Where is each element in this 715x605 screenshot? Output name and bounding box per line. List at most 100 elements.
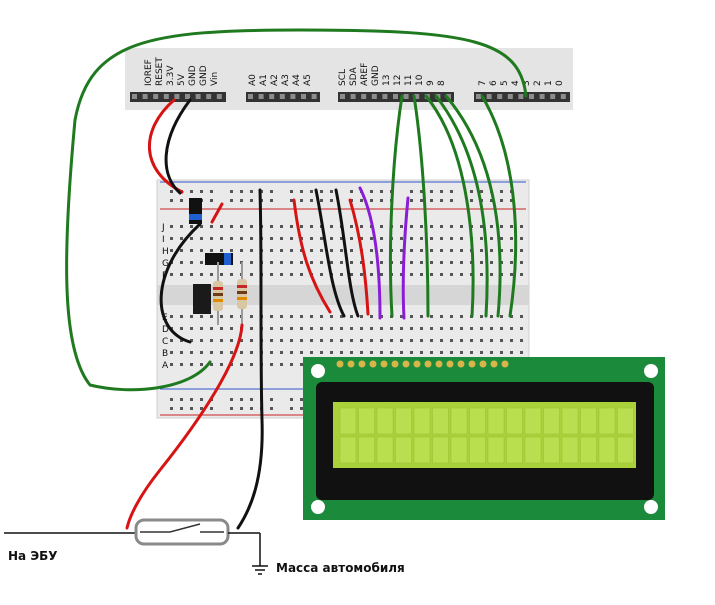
header-hole bbox=[486, 94, 492, 99]
breadboard-hole bbox=[350, 249, 353, 252]
breadboard-hole bbox=[230, 249, 233, 252]
rail-hole bbox=[240, 407, 243, 410]
rail-hole bbox=[270, 199, 273, 202]
lcd-pin bbox=[501, 360, 509, 368]
rail-hole bbox=[490, 199, 493, 202]
header-hole bbox=[206, 94, 212, 99]
breadboard-hole bbox=[410, 351, 413, 354]
breadboard-hole bbox=[370, 339, 373, 342]
breadboard-hole bbox=[510, 249, 513, 252]
header-hole bbox=[301, 94, 306, 99]
wire-purple-1 bbox=[358, 186, 382, 320]
header-hole bbox=[371, 94, 377, 99]
breadboard-hole bbox=[190, 351, 193, 354]
breadboard-hole bbox=[270, 339, 273, 342]
breadboard-hole bbox=[300, 225, 303, 228]
rail-hole bbox=[300, 190, 303, 193]
breadboard-hole bbox=[460, 315, 463, 318]
breadboard-hole bbox=[480, 327, 483, 330]
breadboard-hole bbox=[340, 339, 343, 342]
breadboard-hole bbox=[310, 249, 313, 252]
breadboard-hole bbox=[460, 249, 463, 252]
rail-hole bbox=[200, 190, 203, 193]
lcd-cell bbox=[524, 407, 542, 435]
header-hole bbox=[414, 94, 420, 99]
rail-hole bbox=[200, 398, 203, 401]
breadboard-hole bbox=[250, 327, 253, 330]
rail-hole bbox=[240, 199, 243, 202]
lcd-cell bbox=[543, 407, 560, 435]
rail-hole bbox=[190, 190, 193, 193]
breadboard-hole bbox=[490, 273, 493, 276]
resistor-1-band-2 bbox=[213, 293, 223, 296]
breadboard-hole bbox=[460, 237, 463, 240]
breadboard-hole bbox=[490, 261, 493, 264]
rail-hole bbox=[230, 398, 233, 401]
lcd-pin bbox=[479, 360, 487, 368]
diode-1 bbox=[189, 198, 202, 224]
rail-hole bbox=[270, 398, 273, 401]
components bbox=[189, 198, 247, 325]
lcd-pin bbox=[369, 360, 377, 368]
rail-hole bbox=[470, 190, 473, 193]
rail-hole bbox=[290, 199, 293, 202]
breadboard-hole bbox=[340, 249, 343, 252]
breadboard-hole bbox=[440, 261, 443, 264]
breadboard-hole bbox=[400, 261, 403, 264]
breadboard-hole bbox=[250, 339, 253, 342]
breadboard-hole bbox=[210, 273, 213, 276]
breadboard-hole bbox=[450, 225, 453, 228]
header-hole bbox=[350, 94, 356, 99]
rail-hole bbox=[270, 190, 273, 193]
breadboard-hole bbox=[440, 339, 443, 342]
breadboard-hole bbox=[320, 351, 323, 354]
breadboard-hole bbox=[220, 351, 223, 354]
breadboard-hole bbox=[360, 315, 363, 318]
breadboard-hole bbox=[210, 339, 213, 342]
breadboard-hole bbox=[480, 351, 483, 354]
breadboard-hole bbox=[360, 351, 363, 354]
breadboard-hole bbox=[520, 261, 523, 264]
breadboard-hole bbox=[210, 327, 213, 330]
wire-purple-2 bbox=[401, 196, 410, 320]
breadboard-hole bbox=[520, 249, 523, 252]
breadboard-hole bbox=[280, 351, 283, 354]
lcd-pin bbox=[380, 360, 388, 368]
rail-hole bbox=[190, 398, 193, 401]
breadboard-hole bbox=[330, 225, 333, 228]
header-hole bbox=[142, 94, 148, 99]
breadboard-hole bbox=[180, 261, 183, 264]
row-letter: C bbox=[162, 337, 168, 347]
pin-label: 5V bbox=[177, 73, 187, 86]
lcd-pin bbox=[347, 360, 355, 368]
header-hole bbox=[153, 94, 159, 99]
breadboard-hole bbox=[230, 273, 233, 276]
ground-symbol-icon bbox=[252, 565, 268, 575]
header-hole bbox=[507, 94, 513, 99]
breadboard-hole bbox=[300, 249, 303, 252]
header-hole bbox=[163, 94, 169, 99]
rail-hole bbox=[180, 199, 183, 202]
breadboard-hole bbox=[210, 249, 213, 252]
lcd-pin bbox=[490, 360, 498, 368]
breadboard-hole bbox=[310, 237, 313, 240]
wire-red-lcd-1 bbox=[292, 198, 332, 314]
breadboard-hole bbox=[350, 339, 353, 342]
pin-label: 2 bbox=[533, 80, 543, 86]
optocoupler-chip bbox=[193, 284, 211, 314]
row-letter: A bbox=[162, 361, 169, 371]
breadboard-hole bbox=[280, 273, 283, 276]
breadboard-hole bbox=[250, 261, 253, 264]
breadboard-hole bbox=[170, 351, 173, 354]
pin-label: SDA bbox=[349, 67, 359, 86]
breadboard-hole bbox=[320, 315, 323, 318]
breadboard-hole bbox=[270, 363, 273, 366]
breadboard-hole bbox=[490, 225, 493, 228]
header-hole bbox=[311, 94, 317, 99]
header-hole bbox=[174, 94, 180, 99]
rail-hole bbox=[380, 190, 383, 193]
breadboard-hole bbox=[420, 351, 423, 354]
breadboard-hole bbox=[470, 273, 473, 276]
